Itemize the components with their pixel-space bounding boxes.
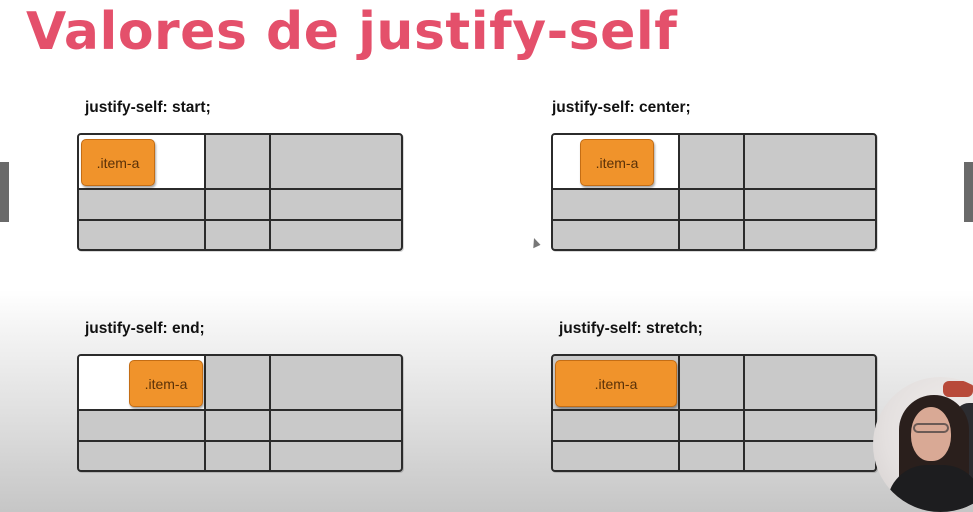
grid-line (553, 409, 875, 411)
glasses-icon (913, 423, 949, 433)
demo-label-end: justify-self: end; (85, 320, 205, 337)
demo-label-center: justify-self: center; (552, 99, 691, 116)
grid-line (743, 135, 745, 249)
demo-start: justify-self: start; .item-a (77, 99, 403, 251)
grid-line (553, 219, 875, 221)
demo-stretch: justify-self: stretch; .item-a (551, 320, 877, 472)
grid-container-start: .item-a (77, 133, 403, 251)
grid-line (79, 440, 401, 442)
background-decoration (943, 381, 973, 397)
grid-container-end: .item-a (77, 354, 403, 472)
demo-end: justify-self: end; .item-a (77, 320, 403, 472)
presenter-body (887, 465, 973, 512)
grid-line (204, 356, 206, 470)
grid-line (678, 356, 680, 470)
grid-line (269, 356, 271, 470)
grid-line (204, 135, 206, 249)
grid-item-label: .item-a (594, 375, 638, 392)
grid-item-a: .item-a (129, 360, 203, 407)
grid-line (79, 219, 401, 221)
grid-line (79, 409, 401, 411)
demo-center: justify-self: center; .item-a (551, 99, 877, 251)
grid-container-center: .item-a (551, 133, 877, 251)
grid-item-a: .item-a (81, 139, 155, 186)
grid-line (553, 188, 875, 190)
grid-line (743, 356, 745, 470)
grid-line (678, 135, 680, 249)
slide-title: Valores de justify-self (26, 2, 678, 62)
grid-line (269, 135, 271, 249)
grid-line (79, 188, 401, 190)
grid-item-label: .item-a (96, 154, 140, 171)
grid-item-a: .item-a (580, 139, 654, 186)
cursor-icon (529, 236, 541, 249)
grid-container-stretch: .item-a (551, 354, 877, 472)
demo-label-stretch: justify-self: stretch; (559, 320, 703, 337)
demo-label-start: justify-self: start; (85, 99, 211, 116)
chevron-right-icon[interactable] (964, 162, 973, 222)
grid-item-label: .item-a (144, 375, 188, 392)
grid-item-label: .item-a (595, 154, 639, 171)
chevron-left-icon[interactable] (0, 162, 9, 222)
grid-item-a: .item-a (555, 360, 677, 407)
presenter-webcam (873, 377, 973, 512)
presenter-face (911, 407, 951, 461)
grid-line (553, 440, 875, 442)
